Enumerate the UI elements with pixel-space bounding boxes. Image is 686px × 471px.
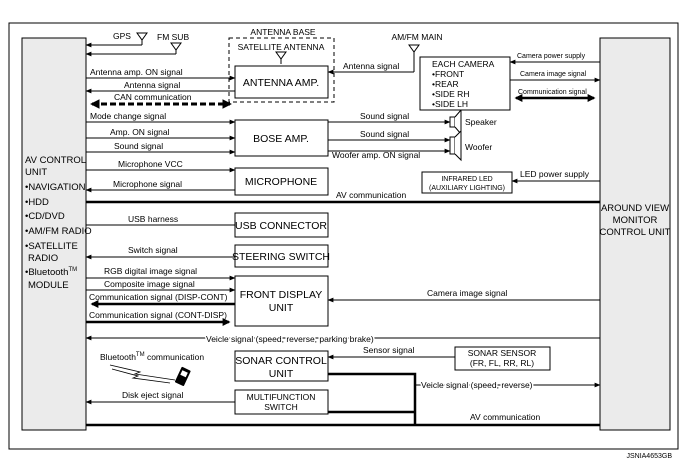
av-unit-bluetooth: •BluetoothTM — [25, 267, 77, 278]
woofer-amp-on-label: Woofer amp. ON signal — [332, 150, 420, 160]
av-control-unit: AV CONTROL UNIT •NAVIGATION •HDD •CD/DVD… — [21, 37, 92, 431]
camera-image-front-label: Camera image signal — [427, 288, 507, 298]
gps-antenna: GPS — [85, 31, 148, 48]
front-display-unit-box: FRONT DISPLAY UNIT — [234, 275, 329, 327]
usb-connector-label: USB CONNECTOR — [235, 220, 327, 232]
antenna-amp-label: ANTENNA AMP. — [243, 77, 319, 89]
mode-change-label: Mode change signal — [90, 111, 166, 121]
antenna-amp-on-label: Antenna amp. ON signal — [90, 67, 183, 77]
amp-on-label: Amp. ON signal — [110, 127, 170, 137]
steering-switch-label: STEERING SWITCH — [232, 251, 330, 263]
av-unit-line-5: •AM/FM RADIO — [25, 226, 92, 237]
am-fm-main-icon — [408, 44, 420, 72]
avm-line-1: MONITOR — [613, 215, 658, 226]
comm-cont-disp-label: Communication signal (CONT-DISP) — [89, 310, 227, 320]
sound-speaker-label: Sound signal — [360, 111, 409, 121]
av-unit-line-6: •SATELLITE — [25, 241, 78, 252]
antenna-signal-right-label: Antenna signal — [343, 61, 399, 71]
av-unit-line-4: •CD/DVD — [25, 211, 65, 222]
multifunction-label-0: MULTIFUNCTION — [247, 392, 316, 402]
fm-sub-label: FM SUB — [157, 32, 189, 42]
multifunction-label-1: SWITCH — [264, 402, 298, 412]
bose-amp-label: BOSE AMP. — [253, 133, 309, 145]
satellite-antenna-label: SATELLITE ANTENNA — [238, 42, 325, 52]
av-communication-top-label: AV communication — [336, 190, 407, 200]
microphone-signal-label: Microphone signal — [113, 179, 182, 189]
av-unit-module: MODULE — [28, 280, 69, 291]
woofer-label: Woofer — [465, 142, 492, 152]
microphone-box: MICROPHONE — [234, 167, 329, 196]
antenna-base-box — [228, 37, 335, 103]
av-unit-line-1: UNIT — [25, 167, 47, 178]
microphone-vcc-label: Microphone VCC — [118, 159, 183, 169]
comm-disp-cont-label: Communication signal (DISP-CONT) — [89, 292, 228, 302]
av-unit-line-2: •NAVIGATION — [25, 182, 86, 193]
av-unit-line-7: RADIO — [28, 253, 58, 264]
composite-image-label: Composite image signal — [104, 279, 195, 289]
sensor-signal-label: Sensor signal — [363, 345, 415, 355]
avm-line-0: AROUND VIEW — [601, 203, 669, 214]
vehicle-signal-full-label: Veicle signal (speed, reverse, parking b… — [206, 334, 374, 344]
diagram-frame — [8, 22, 679, 450]
woofer-icon — [449, 129, 462, 162]
sonar-sensor-label-1: (FR, FL, RR, RL) — [470, 358, 534, 368]
camera-image-each-label: Camera image signal — [520, 71, 587, 78]
antenna-signal-left-label: Antenna signal — [124, 80, 180, 90]
infrared-led-label-1: (AUXILIARY LIGHTING) — [429, 185, 505, 192]
sonar-av-comm-link — [328, 372, 417, 425]
satellite-antenna-icon — [275, 51, 287, 64]
around-view-monitor-unit: AROUND VIEW MONITOR CONTROL UNIT — [599, 37, 671, 431]
antenna-amp-box: ANTENNA AMP. — [234, 65, 329, 99]
am-fm-main-label: AM/FM MAIN — [392, 32, 443, 42]
multifunction-switch-box: MULTIFUNCTION SWITCH — [234, 389, 329, 415]
speaker-icon — [449, 108, 462, 136]
speaker-label: Speaker — [465, 117, 497, 127]
each-camera-label-1: •FRONT — [432, 69, 464, 79]
usb-harness-label: USB harness — [128, 214, 178, 224]
rgb-digital-label: RGB digital image signal — [104, 266, 197, 276]
bose-amp-box: BOSE AMP. — [234, 119, 329, 157]
bluetooth-comm-label: BluetoothTM communication — [100, 352, 204, 362]
steering-switch-box: STEERING SWITCH — [232, 244, 330, 268]
switch-signal-label: Switch signal — [128, 245, 178, 255]
usb-connector-box: USB CONNECTOR — [234, 212, 329, 238]
communication-signal-label: Communication signal — [518, 89, 587, 96]
front-display-label-1: UNIT — [269, 302, 294, 314]
infrared-led-box: INFRARED LED (AUXILIARY LIGHTING) — [421, 171, 513, 194]
sound-left-label: Sound signal — [114, 141, 163, 151]
can-communication-label: CAN communication — [114, 92, 192, 102]
sonar-control-unit-box: SONAR CONTROL UNIT — [234, 350, 329, 382]
av-unit-line-3: •HDD — [25, 197, 49, 208]
camera-power-supply-label: Camera power supply — [517, 53, 586, 60]
each-camera-label-3: •SIDE RH — [432, 89, 469, 99]
disk-eject-label: Disk eject signal — [122, 390, 184, 400]
led-power-supply-label: LED power supply — [520, 169, 590, 179]
each-camera-label-4: •SIDE LH — [432, 99, 468, 109]
infrared-led-label-0: INFRARED LED — [441, 176, 492, 183]
gps-label: GPS — [113, 31, 131, 41]
av-communication-bottom-label: AV communication — [470, 412, 541, 422]
each-camera-label-0: EACH CAMERA — [432, 59, 495, 69]
vehicle-signal-short-label: Veicle signal (speed, reverse) — [421, 380, 533, 390]
av-unit-line-0: AV CONTROL — [25, 155, 86, 166]
sonar-sensor-box: SONAR SENSOR (FR, FL, RR, RL) — [454, 346, 551, 371]
figure-id: JSNIA4653GB — [626, 453, 672, 460]
each-camera-label-2: •REAR — [432, 79, 459, 89]
mobile-phone-icon — [174, 366, 191, 386]
microphone-label: MICROPHONE — [245, 176, 317, 188]
sonar-control-label-1: UNIT — [269, 368, 294, 380]
bluetooth-waves-icon — [109, 364, 176, 384]
avm-line-2: CONTROL UNIT — [600, 227, 671, 238]
sonar-control-label-0: SONAR CONTROL — [235, 355, 327, 367]
front-display-label-0: FRONT DISPLAY — [240, 289, 322, 301]
fm-sub-antenna: FM SUB — [85, 32, 189, 57]
each-camera-box: EACH CAMERA •FRONT •REAR •SIDE RH •SIDE … — [419, 56, 511, 111]
sound-woofer-label: Sound signal — [360, 129, 409, 139]
sonar-sensor-label-0: SONAR SENSOR — [468, 348, 537, 358]
antenna-base-label: ANTENNA BASE — [250, 27, 316, 37]
